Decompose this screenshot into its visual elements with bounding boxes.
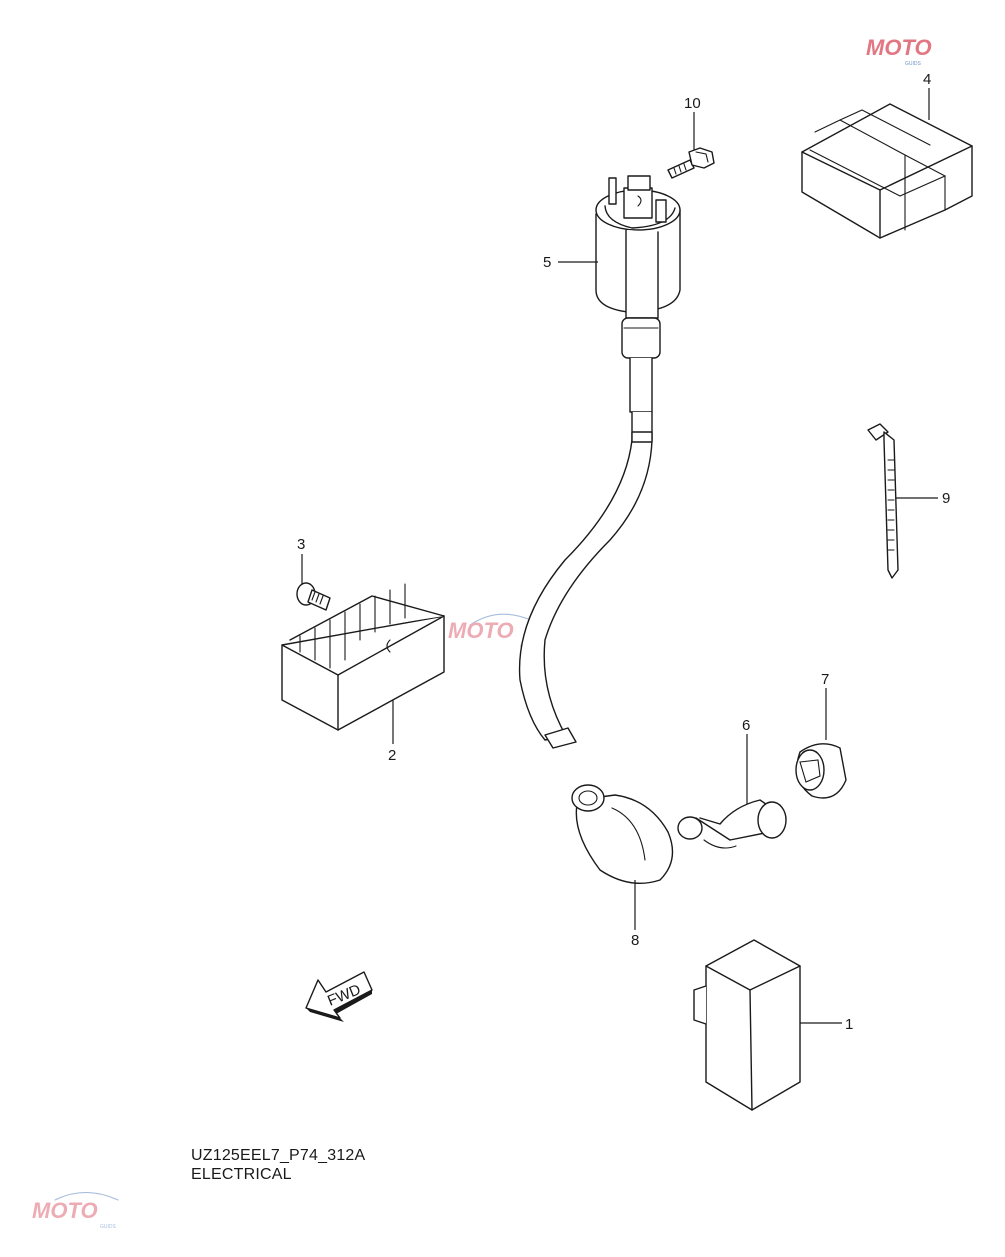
diagram-title: ELECTRICAL <box>191 1166 292 1183</box>
watermark-text-center: MOTO <box>448 618 514 643</box>
callout-5: 5 <box>543 254 551 271</box>
watermark-sub: GUIDS <box>905 61 922 67</box>
part-9-cable-tie <box>867 423 899 579</box>
watermark-text-bottom: MOTO <box>32 1198 98 1223</box>
callout-9: 9 <box>942 490 950 507</box>
watermark-text: MOTO <box>866 35 932 60</box>
part-2-regulator <box>281 583 445 731</box>
watermark-logo-top: MOTO GUIDS <box>866 35 932 67</box>
callout-8: 8 <box>631 932 639 949</box>
callout-7: 7 <box>821 671 829 688</box>
part-4-cdi-unit <box>801 103 973 239</box>
callouts: 10 4 5 9 3 2 7 6 8 1 <box>297 71 950 1033</box>
callout-2: 2 <box>388 747 396 764</box>
part-7-grommet <box>795 743 847 799</box>
callout-4: 4 <box>923 71 931 88</box>
watermark-sub-bottom: GUIDS <box>100 1224 117 1230</box>
callout-3: 3 <box>297 536 305 553</box>
part-8-plug-cap <box>571 784 674 885</box>
part-1-relay <box>693 939 801 1111</box>
fwd-arrow-icon: FWD <box>305 971 373 1022</box>
callout-6: 6 <box>742 717 750 734</box>
watermark-logo-bottom: MOTO GUIDS <box>32 1192 119 1230</box>
part-6-connector-cap <box>677 799 787 849</box>
part-10-bolt <box>667 147 715 179</box>
part-5-ignition-coil <box>518 175 681 749</box>
part-3-screw <box>296 582 331 611</box>
leader-lines <box>301 88 938 1024</box>
callout-10: 10 <box>684 95 701 112</box>
diagram-code: UZ125EEL7_P74_312A <box>191 1147 366 1164</box>
callout-1: 1 <box>845 1016 853 1033</box>
